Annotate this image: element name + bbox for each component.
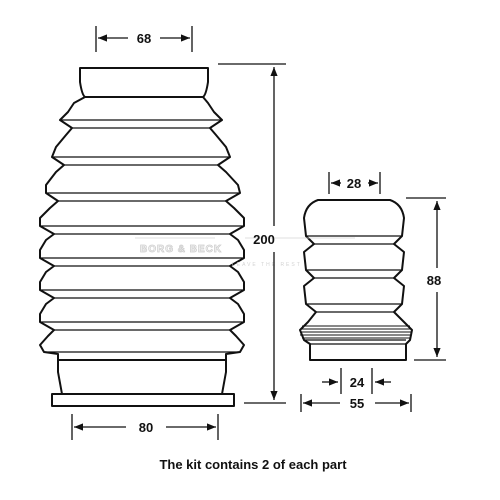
watermark-tagline: LEAVE THE REST [232, 262, 302, 268]
small-boot-top-diameter-label: 28 [347, 176, 361, 191]
small-boot-inner-diameter-label: 24 [350, 375, 365, 390]
dim-small-base [300, 394, 412, 412]
watermark: BORG & BECK LEAVE THE REST [135, 237, 355, 268]
small-boot [299, 199, 413, 361]
large-boot-base-skirt [57, 359, 227, 395]
large-boot-fold-lines [40, 119, 244, 353]
large-boot [39, 67, 245, 407]
dim-large-base [71, 414, 219, 440]
dim-small-height [406, 197, 446, 361]
caption: The kit contains 2 of each part [159, 457, 347, 472]
large-boot-top-collar [79, 67, 209, 98]
large-boot-base-diameter-label: 80 [139, 420, 153, 435]
large-boot-bellows [39, 96, 245, 361]
dim-large-height [218, 63, 286, 404]
small-boot-body [299, 199, 413, 361]
small-boot-height-label: 88 [427, 273, 441, 288]
large-boot-height-label: 200 [253, 232, 275, 247]
dim-large-top [95, 26, 193, 52]
large-boot-base-plate [51, 393, 235, 407]
small-boot-fold-lines [304, 235, 406, 345]
small-boot-base-diameter-label: 55 [350, 396, 364, 411]
watermark-brand: BORG & BECK [140, 244, 222, 255]
dim-small-top [328, 172, 381, 194]
dim-small-inner [322, 368, 391, 394]
small-boot-base-ring [300, 325, 412, 339]
large-boot-top-diameter-label: 68 [137, 31, 151, 46]
